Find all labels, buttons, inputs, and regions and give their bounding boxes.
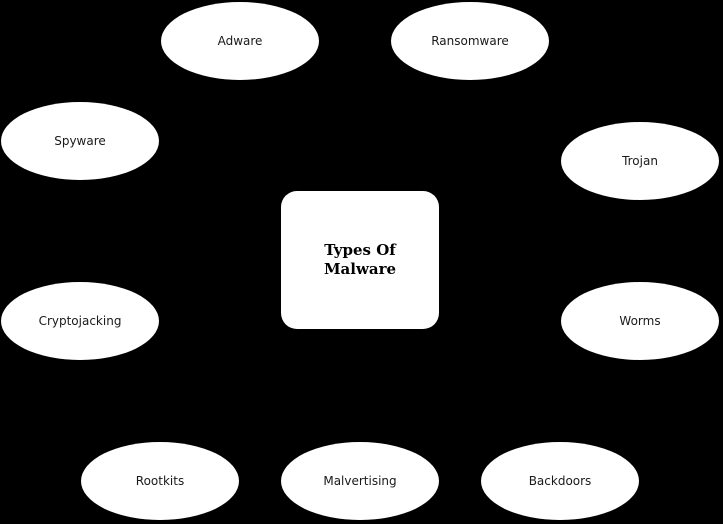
node-label: Backdoors (528, 474, 592, 488)
node-spyware: Spyware (1, 102, 159, 180)
node-label: Trojan (622, 154, 658, 168)
node-malvertising: Malvertising (281, 442, 439, 520)
central-node-title-line2: Malware (323, 260, 397, 278)
central-node: Types Of Malware (281, 191, 439, 329)
node-label: Ransomware (431, 34, 509, 48)
node-label: Spyware (54, 134, 106, 148)
central-node-title: Types Of Malware (305, 241, 415, 279)
node-cryptojacking: Cryptojacking (1, 282, 159, 360)
node-label: Cryptojacking (38, 314, 122, 328)
node-rootkits: Rootkits (81, 442, 239, 520)
node-adware: Adware (161, 2, 319, 80)
node-backdoors: Backdoors (481, 442, 639, 520)
node-label: Worms (619, 314, 661, 328)
central-node-title-line1: Types Of (324, 241, 396, 259)
node-ransomware: Ransomware (391, 2, 549, 80)
node-worms: Worms (561, 282, 719, 360)
node-label: Rootkits (135, 474, 185, 488)
node-label: Malvertising (323, 474, 397, 488)
node-trojan: Trojan (561, 122, 719, 200)
node-label: Adware (217, 34, 263, 48)
